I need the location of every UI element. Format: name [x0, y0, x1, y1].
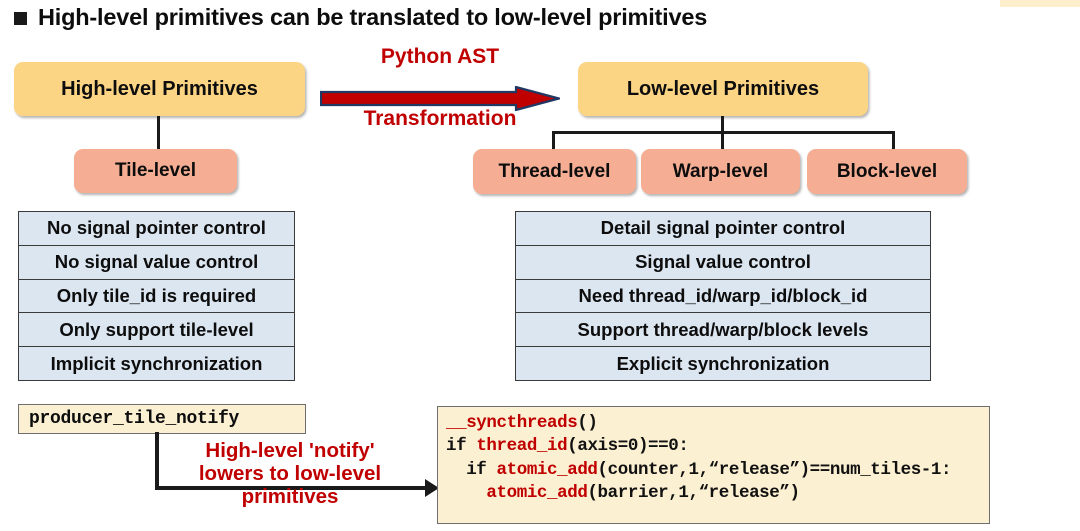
right-arrow-icon	[320, 86, 560, 111]
node-label: Tile-level	[115, 160, 196, 182]
table-row: Need thread_id/warp_id/block_id	[516, 280, 930, 314]
table-row: No signal pointer control	[19, 212, 294, 246]
table-row: No signal value control	[19, 246, 294, 280]
code-token: (axis=0)==0:	[567, 436, 689, 457]
connector-to-thread-level	[552, 131, 555, 151]
code-line: __syncthreads()	[446, 412, 989, 435]
lowering-note-line-2: lowers to low-level	[198, 461, 382, 485]
node-block-level[interactable]: Block-level	[807, 149, 967, 194]
code-token: ()	[577, 413, 598, 433]
connector-high-to-tile	[157, 116, 160, 150]
node-thread-level[interactable]: Thread-level	[473, 149, 636, 194]
code-token: atomic_add	[496, 459, 598, 480]
node-warp-level[interactable]: Warp-level	[641, 149, 800, 194]
code-token: if	[446, 436, 477, 457]
page-title-text: High-level primitives can be translated …	[38, 3, 708, 30]
node-label: Block-level	[836, 160, 938, 182]
connector-to-warp-level	[721, 131, 724, 151]
square-bullet-icon	[14, 11, 27, 25]
table-row: Only support tile-level	[19, 313, 294, 348]
lowering-arrow-horizontal	[155, 486, 433, 490]
lowering-note: High-level 'notify' lowers to low-level …	[155, 439, 425, 509]
transform-label-top: Python AST	[380, 45, 500, 68]
node-label: Low-level Primitives	[626, 77, 820, 100]
connector-to-block-level	[892, 131, 895, 151]
code-line: if atomic_add(counter,1,“release”)==num_…	[446, 459, 989, 482]
code-line: atomic_add(barrier,1,“release”)	[446, 482, 989, 505]
node-label: High-level Primitives	[61, 77, 258, 100]
slide-corner-accent	[1000, 0, 1080, 7]
transform-label-bottom: Transformation	[363, 107, 517, 130]
high-level-feature-table: No signal pointer control No signal valu…	[18, 211, 295, 381]
code-token: if	[446, 459, 497, 480]
node-low-level-primitives[interactable]: Low-level Primitives	[578, 62, 868, 116]
low-level-feature-table: Detail signal pointer control Signal val…	[515, 211, 931, 381]
node-label: Thread-level	[498, 160, 611, 182]
table-row: Implicit synchronization	[50, 352, 263, 374]
table-row: Support thread/warp/block levels	[516, 313, 930, 348]
lowering-note-line-1: High-level 'notify'	[205, 439, 375, 462]
page-title: High-level primitives can be translated …	[14, 2, 1070, 32]
connector-low-stem	[721, 116, 724, 133]
producer-tile-notify-label: producer_tile_notify	[29, 409, 240, 429]
node-tile-level[interactable]: Tile-level	[74, 149, 237, 193]
lowered-code-block: __syncthreads()if thread_id(axis=0)==0: …	[437, 406, 990, 524]
code-token: __syncthreads	[446, 413, 578, 433]
lowering-note-line-3: primitives	[241, 484, 339, 508]
lowering-arrow-head-icon	[425, 479, 439, 497]
code-token: (barrier,1,“release”)	[587, 482, 800, 503]
node-label: Warp-level	[672, 160, 769, 182]
lowering-arrow-vertical	[155, 432, 159, 490]
table-row: Signal value control	[516, 246, 930, 280]
code-token: thread_id	[476, 436, 568, 457]
code-token: atomic_add	[486, 482, 588, 503]
producer-tile-notify-chip[interactable]: producer_tile_notify	[18, 404, 306, 434]
code-token: (counter,1,“release”)==num_tiles-1:	[597, 459, 952, 480]
table-row: Detail signal pointer control	[516, 212, 930, 246]
node-high-level-primitives[interactable]: High-level Primitives	[14, 62, 305, 116]
table-row: Only tile_id is required	[19, 280, 294, 314]
table-row: Explicit synchronization	[616, 352, 830, 374]
code-line: if thread_id(axis=0)==0:	[446, 435, 989, 458]
code-token	[446, 483, 486, 503]
